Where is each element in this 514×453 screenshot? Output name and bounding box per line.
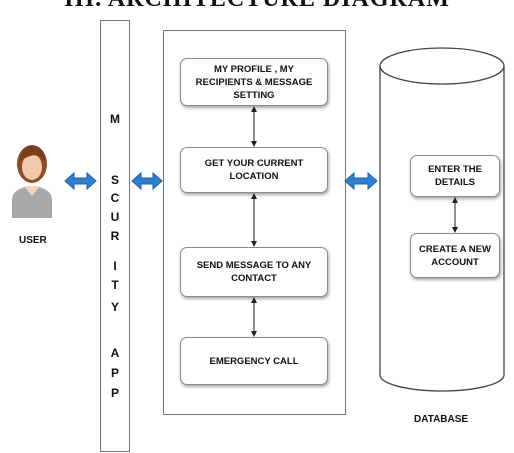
app-letter: S bbox=[110, 173, 119, 187]
security-app-bar bbox=[100, 20, 130, 452]
send-message-box: SEND MESSAGE TO ANY CONTACT bbox=[180, 247, 328, 297]
app-letter: C bbox=[110, 191, 120, 205]
app-letter: T bbox=[111, 278, 119, 292]
user-label: USER bbox=[19, 235, 47, 246]
app-letter: R bbox=[110, 229, 120, 243]
app-letter: P bbox=[110, 386, 119, 400]
database-label: DATABASE bbox=[414, 414, 469, 425]
app-letter: U bbox=[110, 210, 120, 224]
diagram-heading: III. ARCHITECTURE DIAGRAM bbox=[0, 0, 514, 13]
app-letter: P bbox=[110, 366, 119, 380]
create-account-box: CREATE A NEW ACCOUNT bbox=[410, 233, 500, 278]
user-avatar-icon bbox=[8, 140, 56, 218]
app-letter: Y bbox=[110, 300, 119, 314]
enter-details-box: ENTER THE DETAILS bbox=[410, 155, 500, 197]
app-letter: A bbox=[110, 346, 120, 360]
app-letter: M bbox=[110, 112, 120, 126]
profile-settings-box: MY PROFILE , MY RECIPIENTS & MESSAGE SET… bbox=[180, 58, 328, 106]
emergency-call-box: EMERGENCY CALL bbox=[180, 337, 328, 385]
current-location-box: GET YOUR CURRENT LOCATION bbox=[180, 147, 328, 193]
app-letter: I bbox=[113, 259, 117, 273]
